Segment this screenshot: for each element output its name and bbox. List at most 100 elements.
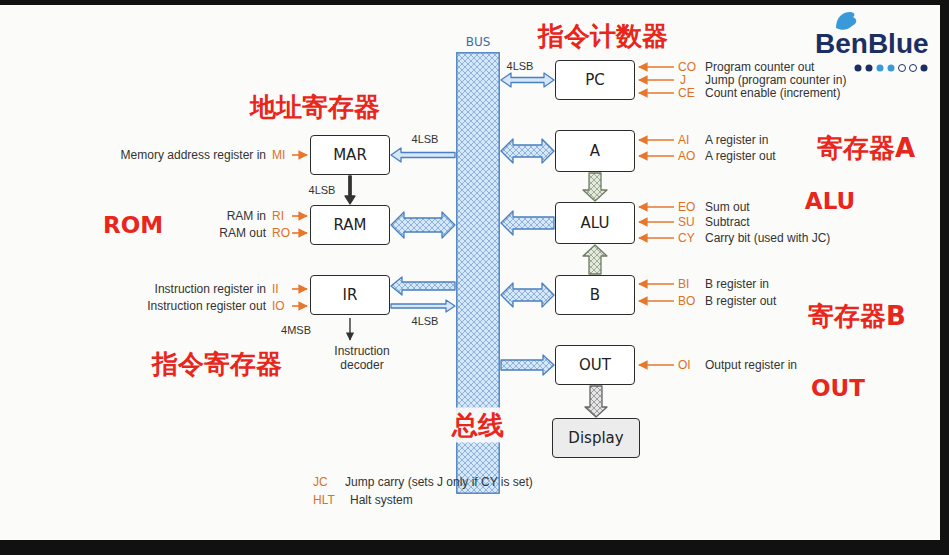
register-box: IR bbox=[310, 275, 390, 315]
annotation: 寄存器B bbox=[808, 299, 906, 334]
signal-description: RAM out bbox=[219, 226, 266, 240]
control-line bbox=[292, 215, 307, 217]
signal-name: RO bbox=[272, 226, 290, 240]
bit-width: 4MSB bbox=[281, 324, 311, 336]
control-line bbox=[292, 288, 307, 290]
node-text: ALU bbox=[581, 214, 610, 232]
node-text: IR bbox=[343, 286, 358, 304]
bus-arrow bbox=[391, 148, 455, 162]
annotation: 寄存器A bbox=[817, 131, 915, 166]
bus-arrow bbox=[583, 173, 607, 201]
node-text: OUT bbox=[579, 356, 611, 374]
decoder-label: Instruction decoder bbox=[322, 344, 402, 372]
annotation: ROM bbox=[103, 212, 163, 238]
bus-arrow bbox=[391, 212, 455, 238]
control-line bbox=[639, 206, 674, 208]
node-text: BUS bbox=[456, 34, 500, 50]
register-box: MAR bbox=[310, 135, 390, 175]
bit-width: 4LSB bbox=[410, 315, 441, 327]
annotation: 地址寄存器 bbox=[250, 90, 380, 125]
bus-arrow bbox=[345, 176, 355, 204]
display-box: Display bbox=[552, 418, 640, 458]
register-box: A bbox=[555, 130, 635, 172]
register-box: OUT bbox=[555, 345, 635, 385]
node-text: B bbox=[590, 286, 600, 304]
annotation: 指令寄存器 bbox=[152, 347, 282, 382]
control-line bbox=[639, 139, 674, 141]
node-text: PC bbox=[585, 71, 605, 89]
signal-description: B register out bbox=[705, 294, 776, 308]
control-line bbox=[639, 79, 674, 81]
control-line bbox=[639, 283, 674, 285]
control-line bbox=[292, 232, 307, 234]
signal-description: Jump carry (sets J only if CY is set) bbox=[345, 475, 533, 489]
bus-arrow bbox=[583, 245, 607, 274]
bus-arrow bbox=[501, 211, 554, 235]
signal-name: AI bbox=[678, 133, 689, 147]
signal-description: Output register in bbox=[705, 358, 797, 372]
alu-box: ALU bbox=[555, 202, 635, 244]
control-line bbox=[639, 237, 674, 239]
signal-description: Instruction register in bbox=[155, 282, 266, 296]
signal-description: RAM in bbox=[227, 209, 266, 223]
signal-description: B register in bbox=[705, 277, 769, 291]
bus-arrow bbox=[585, 386, 607, 417]
signal-name: CO bbox=[678, 60, 696, 74]
signal-name: IO bbox=[272, 299, 285, 313]
node-text: RAM bbox=[333, 216, 366, 234]
signal-name: J bbox=[680, 73, 686, 87]
annotation: 总线 bbox=[450, 408, 506, 443]
annotation: 指令计数器 bbox=[538, 19, 668, 54]
node-text: A bbox=[590, 142, 600, 160]
bus-arrow bbox=[501, 283, 554, 307]
signal-description: Halt system bbox=[350, 493, 413, 507]
node-text: MAR bbox=[333, 146, 367, 164]
signal-name: AO bbox=[678, 149, 695, 163]
signal-description: Instruction register out bbox=[147, 299, 266, 313]
control-line bbox=[639, 66, 674, 68]
signal-description: Carry bit (used with JC) bbox=[705, 231, 830, 245]
control-line bbox=[639, 221, 674, 223]
signal-description: Program counter out bbox=[705, 60, 814, 74]
logo-dots bbox=[855, 65, 928, 72]
control-line bbox=[292, 305, 307, 307]
signal-name: RI bbox=[272, 209, 284, 223]
signal-description: Jump (program counter in) bbox=[705, 73, 846, 87]
signal-description: Subtract bbox=[705, 215, 750, 229]
bus-arrow bbox=[501, 73, 554, 87]
signal-name: BI bbox=[678, 277, 689, 291]
decoder-leader bbox=[349, 318, 350, 340]
signal-description: A register in bbox=[705, 133, 768, 147]
signal-description: Count enable (increment) bbox=[705, 86, 840, 100]
signal-name: II bbox=[272, 282, 279, 296]
control-line bbox=[639, 364, 674, 366]
bus-arrow bbox=[501, 139, 554, 163]
bit-width: 4LSB bbox=[505, 60, 536, 72]
signal-description: A register out bbox=[705, 149, 776, 163]
bus-arrow bbox=[391, 277, 455, 295]
memory-box: RAM bbox=[310, 205, 390, 245]
register-box: B bbox=[555, 275, 635, 315]
annotation: ALU bbox=[805, 188, 855, 214]
signal-name: JC bbox=[313, 475, 328, 489]
logo-bird bbox=[836, 12, 856, 30]
node-text: Display bbox=[568, 429, 623, 447]
signal-name: SU bbox=[678, 215, 695, 229]
signal-name: OI bbox=[678, 358, 691, 372]
annotation: OUT bbox=[811, 375, 865, 401]
signal-name: EO bbox=[678, 200, 695, 214]
bit-width: 4LSB bbox=[307, 184, 338, 196]
signal-name: CY bbox=[678, 231, 695, 245]
signal-description: Sum out bbox=[705, 200, 750, 214]
signal-name: MI bbox=[272, 148, 285, 162]
bit-width: 4LSB bbox=[410, 133, 441, 145]
control-line bbox=[639, 300, 674, 302]
signal-description: Memory address register in bbox=[121, 148, 266, 162]
signal-name: BO bbox=[678, 294, 695, 308]
control-line bbox=[639, 92, 674, 94]
signal-name: HLT bbox=[313, 493, 335, 507]
watermark: BenBlue bbox=[815, 28, 929, 60]
register-box: PC bbox=[555, 60, 635, 100]
bus-arrow bbox=[501, 355, 554, 375]
